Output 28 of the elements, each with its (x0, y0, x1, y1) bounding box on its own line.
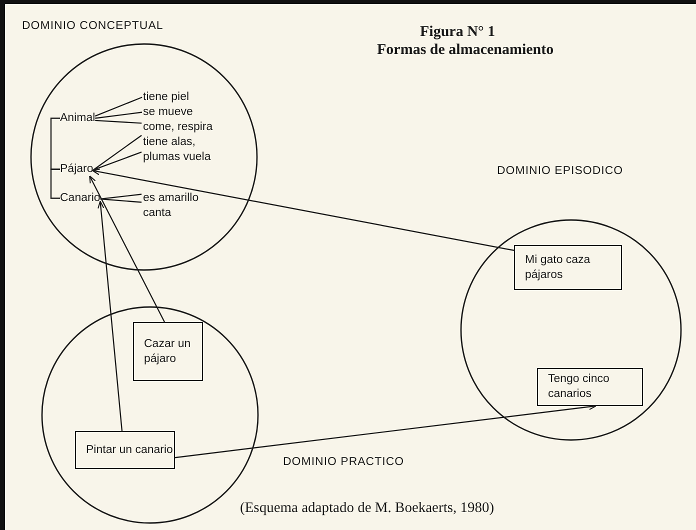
attribute-text: come, respira (143, 120, 213, 134)
attribute-text: tiene alas, plumas vuela (143, 135, 215, 164)
arrow (92, 168, 514, 251)
concept-label: Canario (60, 191, 100, 206)
concept-label: Animal (60, 111, 96, 126)
connector-line (95, 120, 142, 124)
hierarchy-line (50, 118, 60, 170)
attribute-text: tiene piel (143, 90, 190, 104)
figure-title: Figura N° 1 (420, 24, 496, 41)
domain-heading: DOMINIO PRACTICO (283, 456, 404, 468)
figure-caption: (Esquema adaptado de M. Boekaerts, 1980) (240, 500, 494, 517)
figure-subtitle: Formas de almacenamiento (377, 42, 554, 59)
connector-line (100, 194, 142, 203)
example-box: Cazar un pájaro (133, 322, 203, 381)
example-box: Mi gato caza pájaros (514, 245, 622, 290)
connector-line (92, 134, 142, 171)
hierarchy-line (50, 168, 60, 199)
arrow (89, 175, 166, 322)
attribute-text: es amarillo canta (143, 191, 215, 220)
connector-line (94, 96, 142, 117)
domain-heading: DOMINIO EPISODICO (497, 165, 624, 177)
arrow (98, 200, 123, 432)
example-box: Pintar un canario (75, 431, 175, 469)
concept-label: Pájaro (60, 162, 94, 176)
connector-line (95, 112, 142, 119)
attribute-text: se mueve (143, 105, 193, 120)
domain-heading: DOMINIO CONCEPTUAL (22, 20, 164, 32)
example-box: Tengo cinco canarios (537, 368, 643, 406)
